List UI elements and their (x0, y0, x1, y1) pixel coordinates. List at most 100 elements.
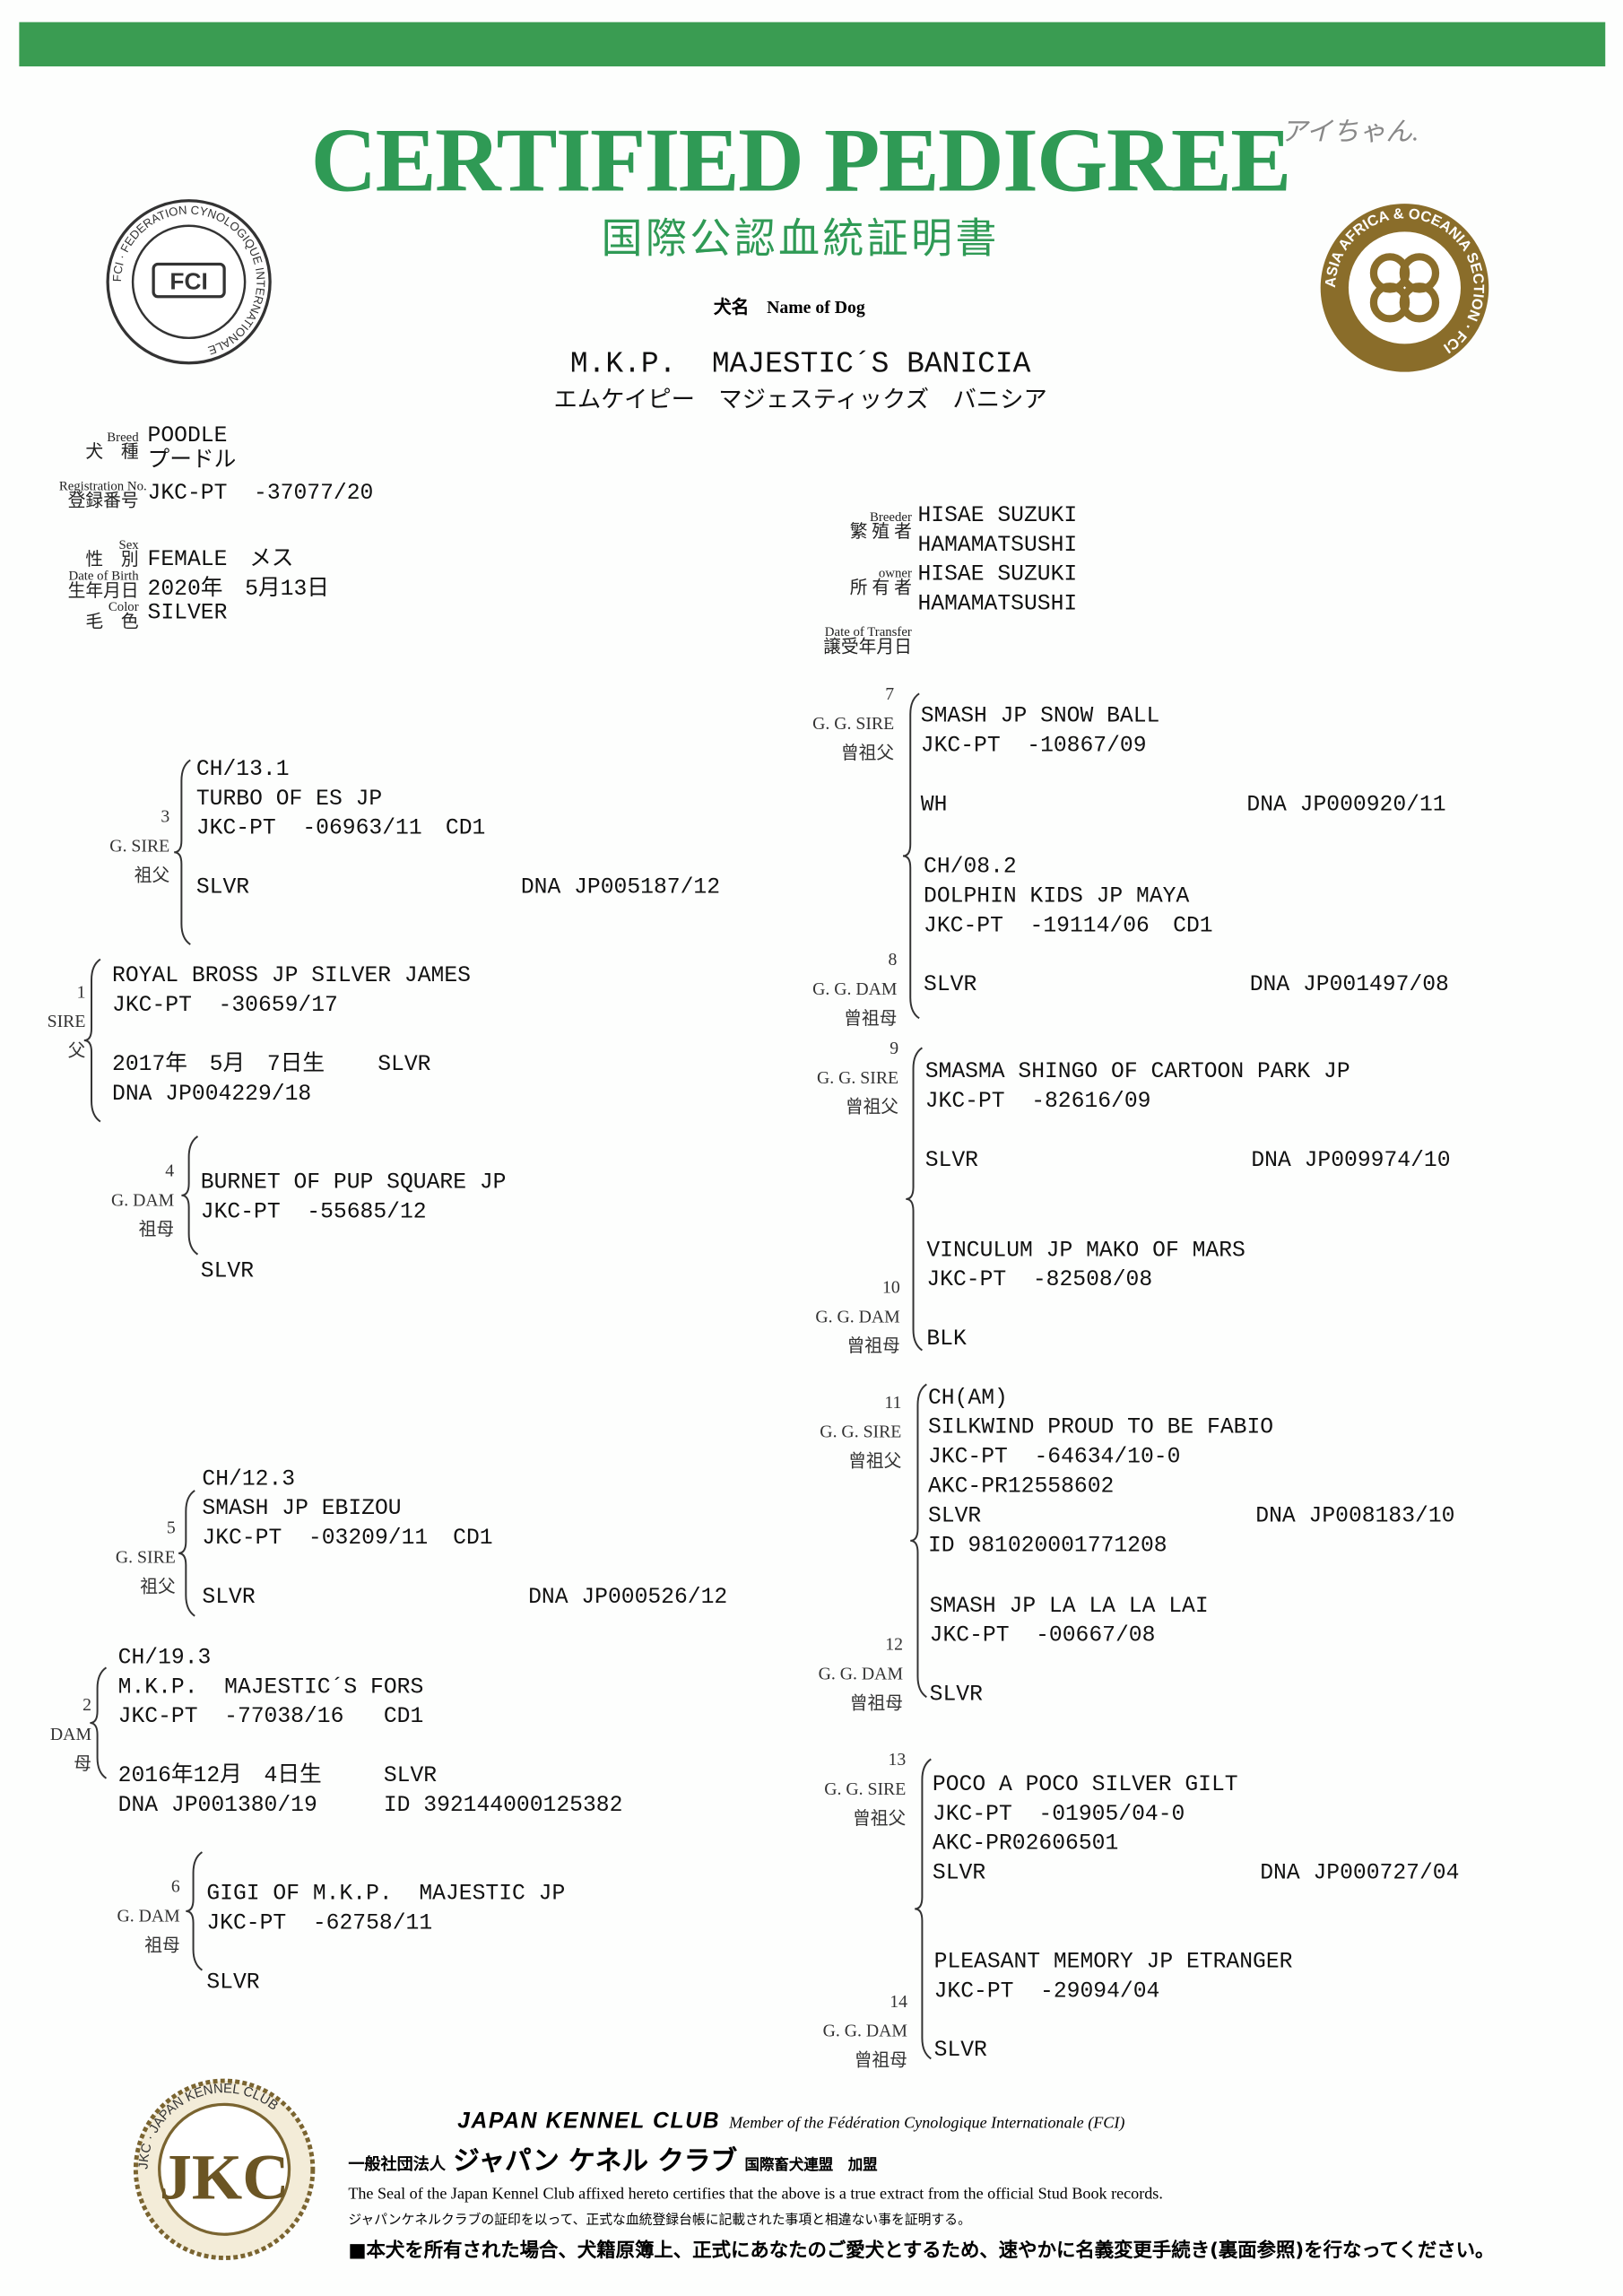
ancestor-line-text: JKC-PT -29094/04 (933, 1979, 1160, 2005)
sex-value: FEMALE メス (147, 547, 294, 573)
dog-name: M.K.P. MAJESTIC´S BANICIA (569, 348, 1031, 383)
ancestor-line: JKC-PT -82508/08 (926, 1266, 1245, 1296)
header-green-bar (19, 22, 1606, 67)
ancestor-line: CH/19.3 (118, 1644, 424, 1674)
ancestor-num: 4 (165, 1160, 175, 1181)
ancestor-num: 7 (885, 683, 895, 704)
ancestor-role-en: G. G. DAM (812, 978, 898, 999)
ancestor-line-text: SLVR (924, 972, 977, 998)
certificate-title: CERTIFIED PEDIGREE (310, 110, 1292, 212)
ancestor-num: 13 (888, 1748, 907, 1770)
ancestor-role-jp: 祖父 (140, 1576, 176, 1597)
ancestor-role-jp: 曾祖母 (844, 1007, 898, 1029)
ancestor-role-jp: 曾祖父 (853, 1807, 907, 1829)
ancestor-line: POCO A POCO SILVER GILT (933, 1771, 1238, 1801)
ancestor-num: 3 (161, 805, 170, 827)
ancestor-num: 1 (76, 981, 86, 1003)
color-value: SILVER (147, 600, 228, 626)
ancestor-role-en: G. G. SIRE (817, 1066, 899, 1088)
ancestor-line: SMASH JP EBIZOU (202, 1495, 428, 1525)
ancestor-role-en: G. SIRE (109, 835, 170, 857)
gg-11-12-brace (910, 1383, 927, 1699)
ancestor-line-text: SILKWIND PROUD TO BE FABIO (927, 1414, 1274, 1440)
ancestor-line: AKC-PR12558602 (928, 1473, 1273, 1502)
g-dam-6-brace (186, 1851, 204, 1971)
ancestor-line-text: SLVR (206, 1970, 260, 1996)
ancestor-role-en: SIRE (47, 1011, 86, 1032)
ancestor-line-text: DOLPHIN KIDS JP MAYA (924, 883, 1190, 909)
ancestor-line: CH/08.2 (924, 853, 1189, 883)
ancestor-line: CH/12.3 (202, 1465, 428, 1495)
g-sire-5-brace (178, 1490, 195, 1617)
handwritten-note: アイちゃん. (1280, 116, 1419, 146)
ancestor-line: CH(AM) (928, 1384, 1273, 1413)
ancestor-extra: SLVR (383, 1763, 438, 1789)
ancestor-role-en: G. DAM (117, 1905, 180, 1926)
ancestor-line: ID 981020001771208 (928, 1532, 1273, 1561)
ancestor-line-text: 2016年12月 4日生 (117, 1763, 322, 1789)
ancestor-line-text: JKC-PT -77038/16 (117, 1704, 344, 1730)
dam-brace (90, 1666, 108, 1779)
ancestor-line: SMASH JP SNOW BALL (921, 702, 1160, 732)
ancestor-9: SMASMA SHINGO OF CARTOON PARK JP JKC-PT -… (924, 1058, 1451, 1177)
svg-text:JKC: JKC (160, 2141, 290, 2213)
dna-number: DNA JP000920/11 (1246, 792, 1446, 818)
ancestor-line-text: SMASH JP LA LA LA LAI (929, 1594, 1209, 1620)
ancestor-11: CH(AM)SILKWIND PROUD TO BE FABIO JKC-PT -… (927, 1384, 1454, 1561)
ancestor-extra: CD1 (383, 1704, 424, 1730)
name-of-dog-label: 犬名 Name of Dog (713, 296, 865, 317)
dna-number: DNA JP001497/08 (1249, 972, 1449, 998)
club-name-en: JAPAN KENNEL CLUB (457, 2109, 721, 2135)
svg-text:FCI: FCI (169, 268, 207, 295)
ancestor-line: CH/13.1 (196, 755, 422, 785)
ancestor-line: 2016年12月 4日生 SLVR (117, 1762, 437, 1792)
registration-value: JKC-PT -37077/20 (147, 481, 374, 507)
dna-number: DNA JP005187/12 (520, 874, 721, 900)
footer-club-jp-line: 一般社団法人 ジャパン ケネル クラブ 国際畜犬連盟 加盟 (348, 2140, 877, 2179)
ancestor-role-en: G. DAM (110, 1189, 175, 1211)
ancestor-line-text: POCO A POCO SILVER GILT (932, 1772, 1238, 1798)
ancestor-extra: SLVR (378, 1052, 431, 1078)
ancestor-line: JKC-PT -29094/04 (934, 1978, 1293, 2007)
ancestor-line-text: CH/13.1 (195, 757, 290, 783)
dna-number: DNA JP009974/10 (1251, 1148, 1451, 1174)
ancestor-num: 5 (166, 1517, 176, 1538)
ancestor-num: 8 (888, 949, 898, 970)
ancestor-line-text: SMASMA SHINGO OF CARTOON PARK JP (924, 1059, 1350, 1085)
ancestor-line-text: CH/19.3 (117, 1645, 212, 1671)
ancestor-line-text: JKC-PT -64634/10-0 (927, 1444, 1181, 1470)
ancestor-line-text: SMASH JP EBIZOU (202, 1496, 402, 1522)
ancestor-line-text: TURBO OF ES JP (195, 787, 383, 812)
ancestor-line: JKC-PT -82616/09 (925, 1088, 1350, 1118)
ancestor-line-text: BLK (926, 1326, 967, 1352)
ancestor-role-en: G. G. SIRE (812, 712, 895, 734)
ancestor-role-label: 8 G. G. DAM 曾祖母 (768, 944, 898, 1033)
ancestor-num: 14 (890, 1990, 907, 2012)
ancestor-line-text: PLEASANT MEMORY JP ETRANGER (933, 1949, 1293, 1975)
ancestor-extra: CD1 (1173, 913, 1213, 939)
ancestor-line: SLVR DNA JP001497/08 (924, 971, 1449, 1001)
ancestor-line-text: JKC-PT -30659/17 (112, 993, 338, 1019)
ancestor-line: GIGI OF M.K.P. MAJESTIC JP (206, 1880, 565, 1909)
gg-7-8-brace (902, 692, 920, 1020)
gg-9-10-brace (906, 1047, 923, 1352)
ancestor-14: PLEASANT MEMORY JP ETRANGER JKC-PT -29094… (934, 1948, 1293, 2066)
